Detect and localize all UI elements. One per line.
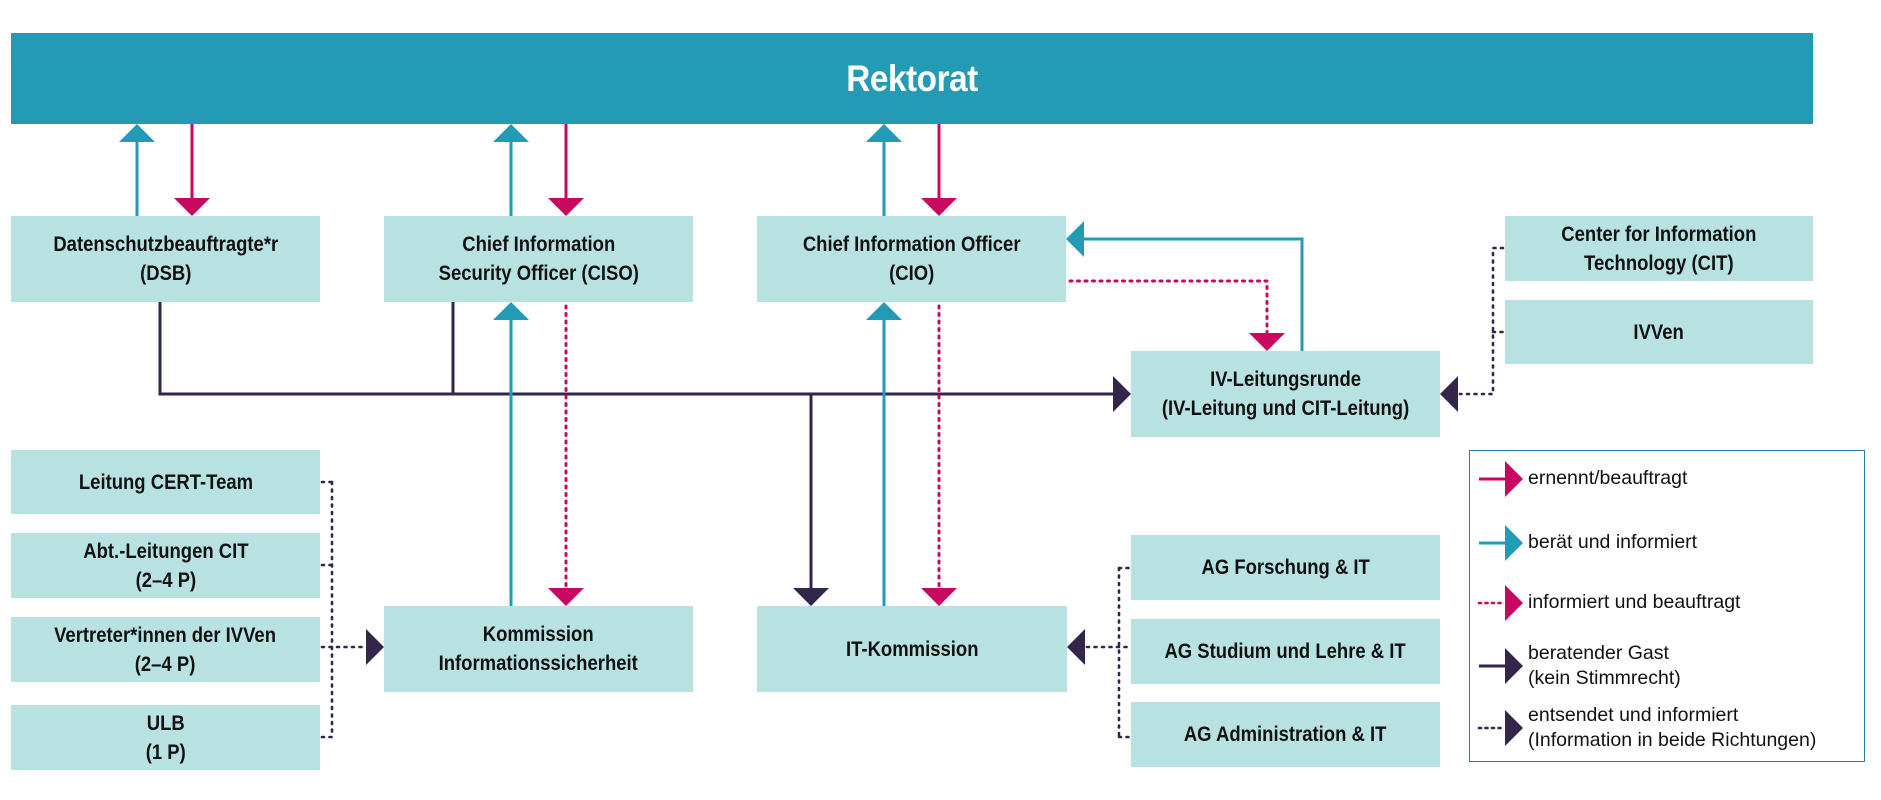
node-ivven: IVVen	[1505, 300, 1813, 364]
node-ciso-label: Chief Information Security Officer (CISO…	[438, 233, 639, 285]
legend-label-inform-assign: informiert und beauftragt	[1528, 591, 1741, 613]
node-ag-forschung: AG Forschung & IT	[1131, 535, 1440, 600]
ivl-advises-cio-line	[1082, 237, 1304, 351]
node-dsb-label: Datenschutzbeauftragte*r (DSB)	[53, 233, 278, 285]
ivl-advises-cio-arrowhead	[1066, 221, 1084, 257]
node-abt: Abt.-Leitungen CIT (2–4 P)	[11, 533, 320, 598]
legend-advise-icon	[1479, 525, 1523, 561]
node-cit-label: Center for Information Technology (CIT)	[1561, 222, 1757, 275]
dsb-advises-rektorat-arrowhead	[119, 124, 155, 142]
legend-label-appoint: ernennt/beauftragt	[1528, 467, 1688, 489]
node-ivven-label: IVVen	[1633, 320, 1685, 344]
ciso-advises-rektorat-arrowhead	[493, 124, 529, 142]
node-cio-label: Chief Information Officer (CIO)	[802, 233, 1021, 285]
node-ulb: ULB (1 P)	[11, 705, 320, 770]
node-it-kommission-label: IT-Kommission	[845, 637, 979, 661]
ciso-informs-kis-arrowhead	[548, 588, 584, 606]
node-iv-leitungsrunde-label: IV-Leitungsrunde (IV-Leitung und CIT-Lei…	[1161, 368, 1410, 420]
cio-informs-ivl-line	[1068, 279, 1269, 334]
legend-label-advise: berät und informiert	[1528, 531, 1698, 553]
cit-delegates-line	[1458, 246, 1505, 396]
node-vertreter: Vertreter*innen der IVVen (2–4 P)	[11, 617, 320, 682]
node-ag-studium-label: AG Studium und Lehre & IT	[1164, 640, 1407, 663]
kis-advises-ciso-arrowhead	[493, 302, 529, 320]
legend: ernennt/beauftragt berät und informiert …	[1469, 450, 1865, 762]
node-vertreter-label: Vertreter*innen der IVVen (2–4 P)	[54, 623, 277, 676]
guest-ivl-arrowhead	[1113, 376, 1131, 412]
node-cit: Center for Information Technology (CIT)	[1505, 216, 1813, 281]
rektorat-banner: Rektorat	[11, 33, 1813, 124]
node-dsb: Datenschutzbeauftragte*r (DSB)	[11, 216, 320, 302]
node-kommission-is: Kommission Informationssicherheit	[384, 606, 693, 692]
legend-appoint-icon	[1479, 461, 1523, 497]
node-ciso: Chief Information Security Officer (CISO…	[384, 216, 693, 302]
rektorat-title: Rektorat	[846, 57, 978, 99]
legend-symbols	[1477, 461, 1523, 746]
dsb-guest-line	[158, 302, 1115, 396]
rektorat-appoints-dsb-arrowhead	[174, 198, 210, 216]
legend-guest-icon	[1479, 648, 1523, 684]
legend-label-delegate: entsendet und informiert (Information in…	[1528, 704, 1817, 751]
node-kommission-is-label: Kommission Informationssicherheit	[438, 623, 639, 675]
cio-informs-itk-arrowhead	[921, 588, 957, 606]
rektorat-appoints-ciso-arrowhead	[548, 198, 584, 216]
itk-advises-cio-arrowhead	[866, 302, 902, 320]
node-ag-admin: AG Administration & IT	[1131, 702, 1440, 767]
node-ag-studium: AG Studium und Lehre & IT	[1131, 619, 1440, 684]
node-iv-leitungsrunde: IV-Leitungsrunde (IV-Leitung und CIT-Lei…	[1131, 351, 1440, 437]
node-ag-admin-label: AG Administration & IT	[1184, 723, 1387, 746]
delegates-itk-arrowhead	[1067, 629, 1085, 665]
legend-delegate-icon	[1477, 710, 1523, 746]
node-it-kommission: IT-Kommission	[757, 606, 1067, 692]
node-ag-forschung-label: AG Forschung & IT	[1201, 556, 1370, 579]
legend-inform-assign-icon	[1477, 585, 1523, 621]
node-ulb-label: ULB (1 P)	[145, 711, 186, 764]
guest-itk-arrowhead	[793, 588, 829, 606]
delegates-kis-arrowhead	[366, 629, 384, 665]
delegates-ivl-arrowhead	[1440, 376, 1458, 412]
cio-informs-ivl-arrowhead	[1249, 333, 1285, 351]
node-cert: Leitung CERT-Team	[11, 450, 320, 514]
node-cio: Chief Information Officer (CIO)	[757, 216, 1066, 302]
rektorat-appoints-cio-arrowhead	[921, 198, 957, 216]
legend-label-guest: beratender Gast (kein Stimmrecht)	[1528, 642, 1681, 689]
node-cert-label: Leitung CERT-Team	[78, 470, 253, 494]
cio-advises-rektorat-arrowhead	[866, 124, 902, 142]
node-abt-label: Abt.-Leitungen CIT (2–4 P)	[82, 539, 249, 592]
